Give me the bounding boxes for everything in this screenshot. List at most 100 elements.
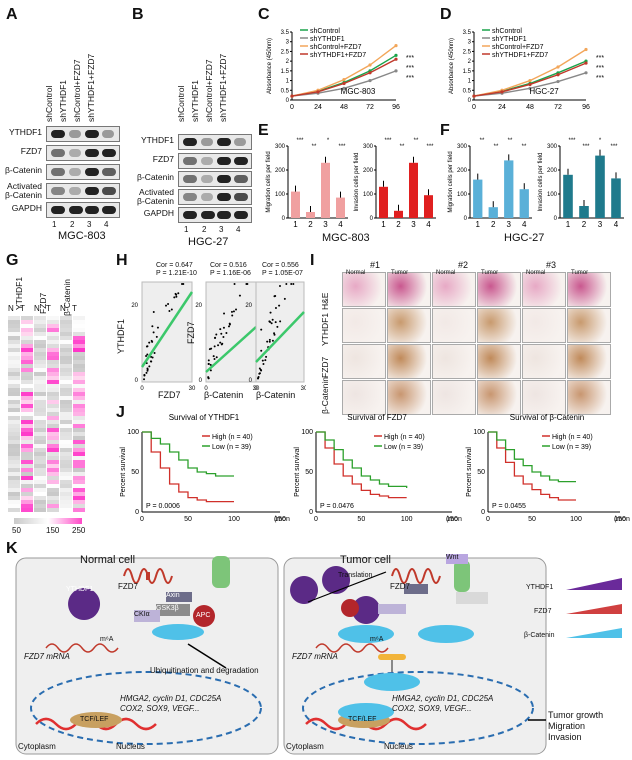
heatmap-cell bbox=[34, 324, 46, 328]
x-tick-label: 72 bbox=[366, 104, 374, 111]
heatmap-cell bbox=[47, 484, 59, 488]
scatter-point bbox=[273, 332, 276, 335]
heatmap-cell bbox=[8, 416, 20, 420]
y-tick-label: 20 bbox=[195, 303, 202, 309]
x-tick-label: 4 bbox=[426, 220, 431, 229]
axin-box bbox=[404, 584, 428, 594]
bar bbox=[379, 186, 388, 218]
ythdf1-icon bbox=[68, 588, 101, 620]
scatter-point bbox=[146, 367, 149, 370]
scatter-point bbox=[232, 310, 235, 313]
scatter-point bbox=[233, 283, 236, 285]
data-point bbox=[556, 65, 560, 69]
heatmap-cell bbox=[47, 508, 59, 512]
he-image bbox=[477, 272, 521, 307]
y-tick-label: 0 bbox=[309, 509, 313, 516]
heatmap-cell bbox=[8, 380, 20, 384]
lane-label: shYTHDF1+FZD7 bbox=[218, 53, 228, 122]
ihc-row-label: H&E bbox=[320, 292, 330, 310]
heatmap-cell bbox=[73, 476, 85, 480]
significance-label: *** bbox=[426, 144, 434, 150]
heatmap-cell bbox=[60, 468, 72, 472]
heatmap-cell bbox=[47, 412, 59, 416]
x-axis-label: (months) bbox=[446, 516, 462, 523]
heatmap-cell bbox=[8, 420, 20, 424]
ihc-image bbox=[522, 380, 566, 415]
heatmap-cell bbox=[73, 452, 85, 456]
scatter-point bbox=[152, 331, 155, 334]
heatmap-cell bbox=[73, 460, 85, 464]
heatmap-cell bbox=[47, 436, 59, 440]
bcatenin-shape bbox=[364, 673, 420, 691]
heatmap-cell bbox=[47, 344, 59, 348]
significance-label: *** bbox=[596, 55, 604, 62]
heatmap-cell bbox=[73, 492, 85, 496]
heatmap-cell bbox=[47, 400, 59, 404]
scatter-point bbox=[217, 344, 220, 347]
scatter-point bbox=[148, 341, 151, 344]
heatmap-cell bbox=[60, 404, 72, 408]
ck-box bbox=[134, 610, 160, 622]
x-tick-label: 1 bbox=[476, 220, 481, 229]
ihc-col-label: Normal bbox=[436, 270, 456, 276]
heatmap-cell bbox=[60, 428, 72, 432]
heatmap-cell bbox=[8, 484, 20, 488]
heatmap-cell bbox=[34, 408, 46, 412]
bcatenin-shape bbox=[418, 625, 474, 643]
heatmap-cell bbox=[47, 364, 59, 368]
scatter-point bbox=[148, 365, 151, 368]
y-tick-label: 20 bbox=[245, 303, 252, 309]
heatmap-cell bbox=[8, 356, 20, 360]
row-label: Activated β-Catenin bbox=[4, 181, 42, 200]
heatmap-cell bbox=[21, 432, 33, 436]
significance-label: ** bbox=[480, 138, 485, 144]
fzd7-receptor bbox=[391, 568, 441, 584]
chart-title: Survival of β-Catenin bbox=[510, 413, 584, 422]
y-axis-label: Invasion cells per field bbox=[354, 152, 360, 211]
p-value-label: P = 0.0006 bbox=[146, 503, 180, 510]
data-point bbox=[394, 44, 398, 48]
heatmap-cell bbox=[47, 356, 59, 360]
heatmap-cell bbox=[8, 344, 20, 348]
heatmap-cell bbox=[73, 352, 85, 356]
scatter-point bbox=[238, 294, 241, 297]
target-genes-line1: HMGA2, cyclin D1, CDC25A bbox=[392, 694, 494, 703]
heatmap-cell bbox=[34, 360, 46, 364]
x-tick-label: 4 bbox=[614, 220, 619, 229]
lane-number: 4 bbox=[104, 220, 109, 229]
row-label: Activated β-Catenin bbox=[136, 187, 174, 206]
heatmap-cell bbox=[60, 336, 72, 340]
heatmap-cell bbox=[60, 344, 72, 348]
heatmap-cell bbox=[8, 492, 20, 496]
heatmap-cell bbox=[34, 340, 46, 344]
h-ylabel: FZD7 bbox=[186, 321, 196, 345]
heatmap-cell bbox=[34, 372, 46, 376]
heatmap-cell bbox=[8, 444, 20, 448]
legend-label: shControl bbox=[310, 28, 340, 35]
survival-curve bbox=[316, 431, 407, 499]
scatter-point bbox=[153, 351, 156, 354]
heatmap-cell bbox=[8, 460, 20, 464]
heatmap-cell bbox=[8, 464, 20, 468]
panel-letter-d: D bbox=[440, 6, 452, 23]
heatmap-cell bbox=[34, 468, 46, 472]
lane-label: shYTHDF1 bbox=[58, 79, 68, 122]
legend-label: High (n = 40) bbox=[212, 434, 253, 441]
heatmap-cell bbox=[73, 368, 85, 372]
scatter-point bbox=[170, 308, 173, 311]
ihc-image bbox=[522, 308, 566, 343]
heatmap-cell bbox=[21, 420, 33, 424]
y-tick-label: 2 bbox=[286, 59, 290, 65]
heatmap-cell bbox=[47, 492, 59, 496]
regression-line bbox=[205, 326, 257, 373]
ythdf1-icon bbox=[352, 596, 381, 624]
scatter-point bbox=[261, 359, 264, 362]
x-tick-label: 0 bbox=[140, 516, 144, 523]
heatmap-cell bbox=[47, 384, 59, 388]
heatmap-cell bbox=[8, 408, 20, 412]
scatter-point bbox=[268, 338, 271, 341]
significance-label: *** bbox=[406, 55, 414, 62]
heatmap-cell bbox=[34, 444, 46, 448]
data-point bbox=[472, 94, 476, 98]
cell-line-label-e: MGC-803 bbox=[322, 232, 370, 244]
